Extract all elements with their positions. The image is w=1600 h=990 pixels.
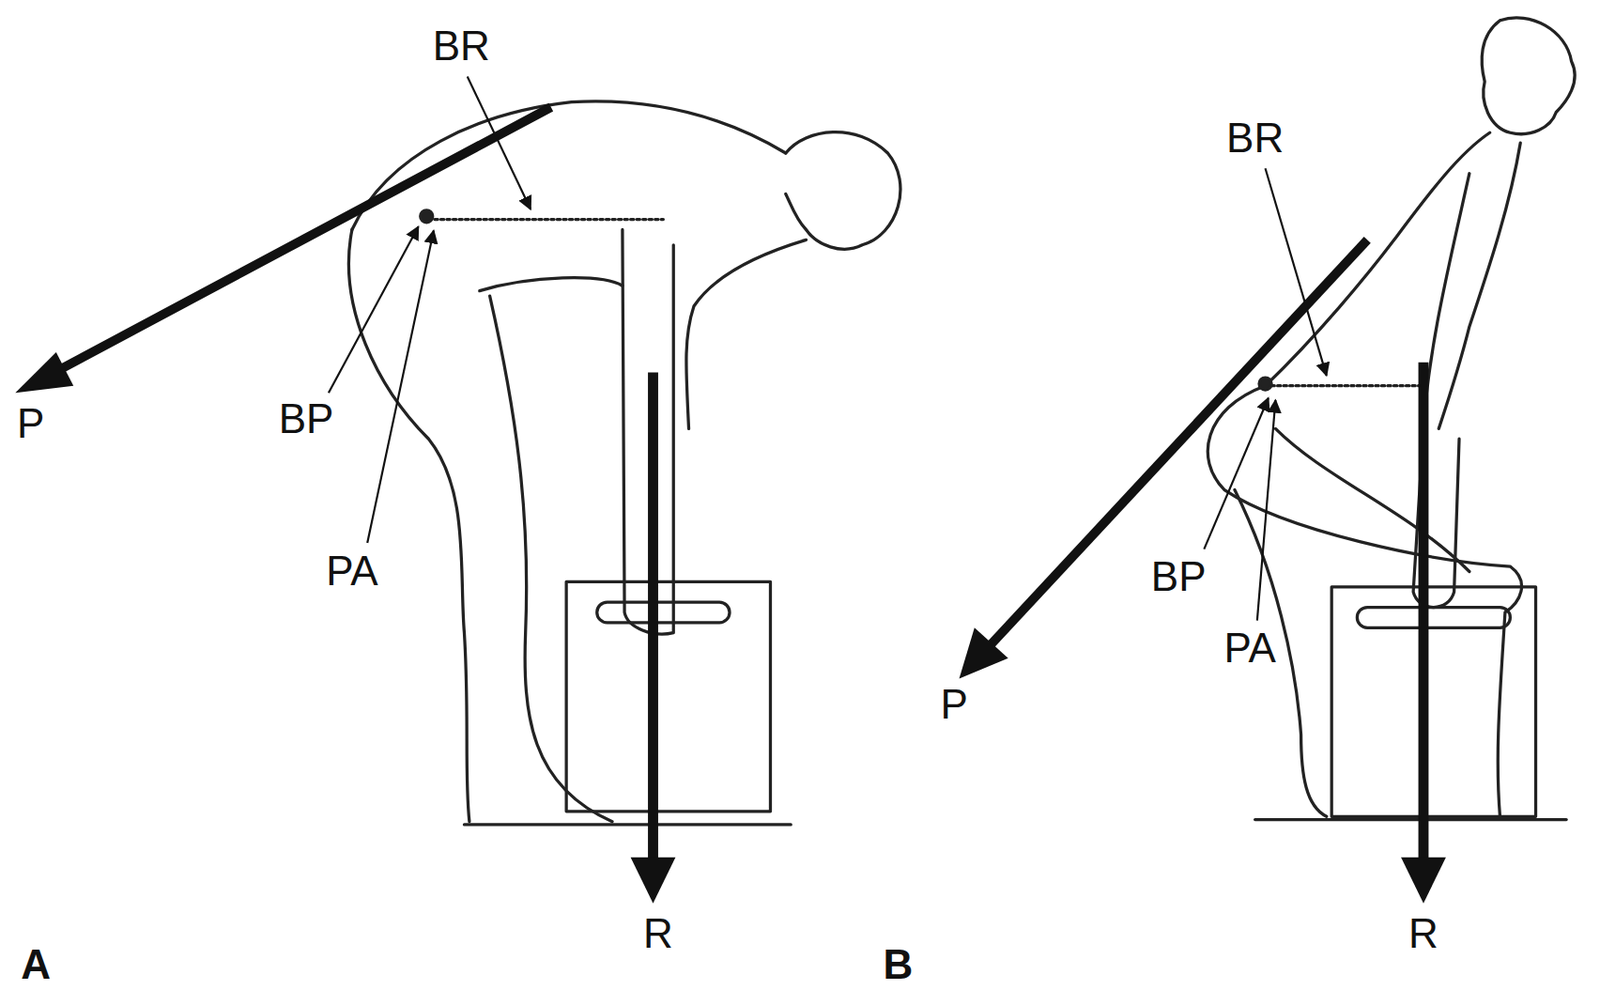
thigh-inner <box>1275 428 1469 571</box>
chest-outline <box>686 239 807 429</box>
leader-line <box>1203 398 1268 550</box>
leader-line <box>1265 168 1327 376</box>
pivot-dot <box>1259 377 1272 390</box>
leader-line <box>467 76 531 209</box>
force-label: PA <box>1224 627 1277 669</box>
figure-a-forces <box>15 76 676 903</box>
leg-back <box>348 229 469 821</box>
load-box <box>566 581 770 811</box>
arrowhead <box>15 352 74 393</box>
moment-arm-line <box>1265 384 1424 387</box>
force-label: PA <box>325 550 378 592</box>
figure-a <box>348 101 900 825</box>
head <box>1481 17 1575 135</box>
box-handle <box>597 601 730 623</box>
head <box>785 132 901 250</box>
force-r <box>1418 362 1430 862</box>
force-r <box>647 372 659 863</box>
force-label: R <box>1408 912 1439 954</box>
figure-b-forces <box>959 168 1447 903</box>
force-label: BR <box>432 25 491 67</box>
chest-outline <box>1438 142 1521 429</box>
leader-line <box>1257 400 1277 621</box>
ground-line <box>463 822 791 826</box>
force-label: BR <box>1226 117 1284 159</box>
ground-line <box>1255 817 1567 821</box>
back-outline <box>352 101 786 231</box>
hip-line <box>479 277 623 292</box>
force-label: BP <box>278 398 335 440</box>
figure-b <box>1207 17 1575 820</box>
force-label: BP <box>1151 555 1207 598</box>
force-label: R <box>643 912 674 954</box>
moment-arm-line <box>428 217 663 221</box>
panel-letter: A <box>20 943 51 985</box>
pivot-dot <box>420 210 433 223</box>
force-label: P <box>16 402 45 445</box>
leader-line <box>367 230 434 543</box>
force-p <box>984 239 1369 651</box>
leg-front <box>490 295 613 822</box>
back-outline <box>1265 132 1491 385</box>
arrowhead <box>1400 857 1447 904</box>
arrowhead <box>630 857 677 904</box>
panel-letter: B <box>882 943 913 985</box>
force-p <box>40 107 551 380</box>
force-label: P <box>939 683 968 725</box>
arrowhead <box>959 627 1009 678</box>
box-handle <box>1356 607 1510 629</box>
load-box <box>1331 586 1536 816</box>
thigh-outline <box>1207 385 1522 817</box>
